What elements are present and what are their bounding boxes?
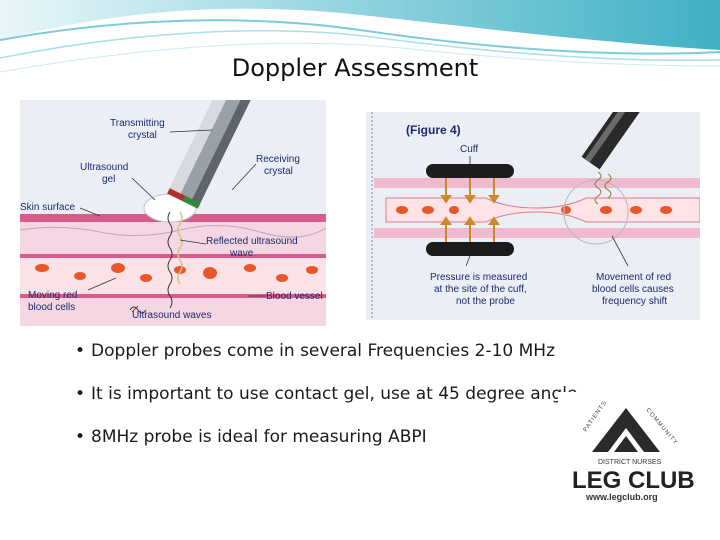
doppler-probe-diagram: Transmitting crystal Ultrasound gel Rece… [20,100,326,326]
probe-illustration: Transmitting crystal Ultrasound gel Rece… [20,100,326,326]
label-transmitting-line2: crystal [128,130,157,141]
bullet-text: 8MHz probe is ideal for measuring ABPI [91,427,427,447]
bullet-dot: • [75,341,86,361]
label-movement-line1: Movement of red [596,272,671,283]
label-receiving-line1: Receiving [256,154,300,165]
label-moving-line1: Moving red [28,290,77,301]
bullet-dot: • [75,427,86,447]
slide-title: Doppler Assessment [231,54,479,82]
label-reflected-line2: wave [229,248,254,259]
label-movement-line2: blood cells causes [592,284,674,295]
label-waves: Ultrasound waves [132,310,211,321]
label-movement-line3: frequency shift [602,296,667,307]
cuff-diagram: (Figure 4) Cuff Pressure is measured at … [366,112,700,320]
label-gel-line1: Ultrasound [80,162,128,173]
logo-arc-left: PATIENTS [583,400,609,433]
label-gel-line2: gel [102,174,115,185]
label-cuff: Cuff [460,144,478,155]
logo-brand: LEG CLUB [572,467,694,494]
bullet-text: Doppler probes come in several Frequenci… [91,341,556,361]
label-moving-line2: blood cells [28,302,75,313]
logo-tagline: DISTRICT NURSES [598,459,662,466]
label-vessel: Blood vessel [266,291,323,302]
label-figure: (Figure 4) [406,123,461,137]
bullet-item: •8MHz probe is ideal for measuring ABPI [75,426,675,469]
cuff-illustration: (Figure 4) Cuff Pressure is measured at … [366,112,700,320]
leg-club-logo: PATIENTS COMMUNITY DISTRICT NURSES LEG C… [558,392,695,514]
bullet-list: •Doppler probes come in several Frequenc… [75,340,675,469]
bullet-text: It is important to use contact gel, use … [91,384,578,404]
label-pressure-line3: not the probe [456,296,515,307]
label-pressure-line2: at the site of the cuff, [434,284,527,295]
label-skin: Skin surface [20,202,75,213]
logo-registered: ® [678,470,684,478]
label-pressure-line1: Pressure is measured [430,272,527,283]
leg-club-logo-graphic: PATIENTS COMMUNITY DISTRICT NURSES LEG C… [572,400,695,502]
bullet-dot: • [75,384,86,404]
header-banner [0,0,720,73]
label-transmitting-line1: Transmitting [110,118,165,129]
bullet-item: •It is important to use contact gel, use… [75,383,675,426]
bullet-item: •Doppler probes come in several Frequenc… [75,340,675,383]
label-reflected-line1: Reflected ultrasound [206,236,298,247]
label-receiving-line2: crystal [264,166,293,177]
logo-url: www.legclub.org [585,492,658,502]
